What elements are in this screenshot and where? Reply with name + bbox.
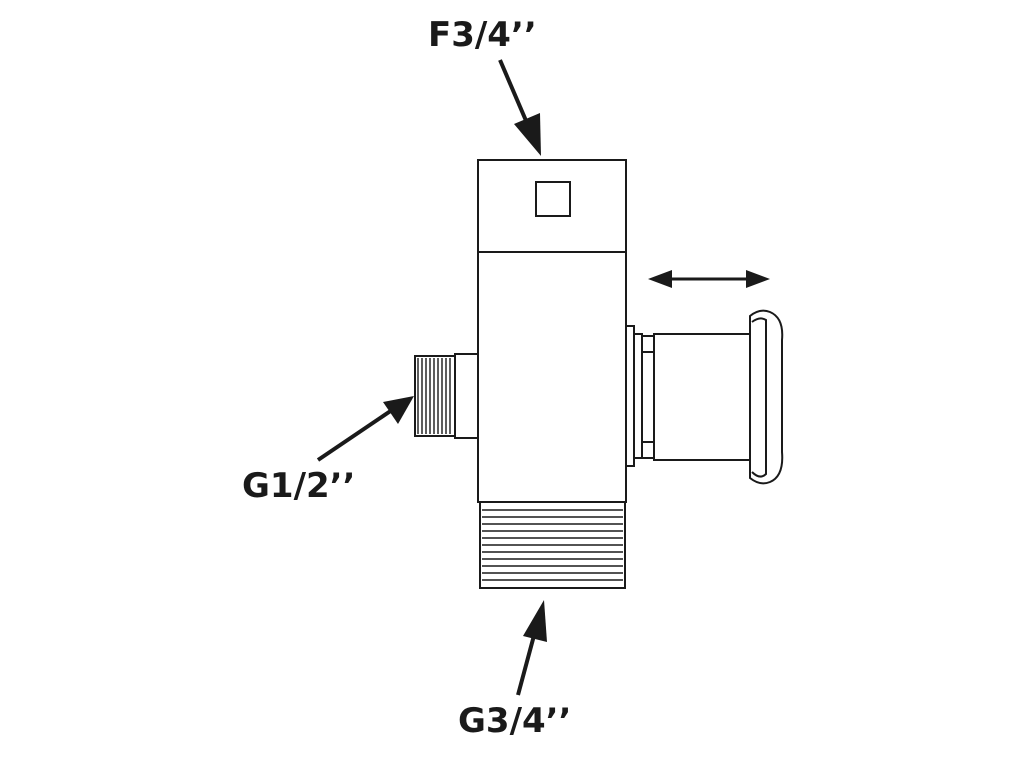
top-arrow-head	[514, 113, 541, 156]
handle-neck	[653, 333, 751, 461]
side-outlet-label: G1/2’’	[242, 466, 355, 506]
pointer-arrows	[316, 59, 547, 696]
cap-square-recess	[535, 181, 571, 217]
bottom-arrow-head	[523, 600, 547, 642]
valve-body-group	[414, 159, 784, 589]
handle-knob-rim	[751, 317, 767, 478]
handle-stem-tab-top	[641, 335, 655, 353]
side-arrow-head	[383, 396, 414, 424]
side-arrow-shaft	[316, 408, 394, 462]
bottom-arrow-shaft	[516, 627, 538, 696]
top-cap	[477, 159, 627, 253]
handle-flange	[625, 325, 635, 467]
side-outlet-collar	[454, 353, 479, 439]
double-arrow-right-head	[746, 270, 770, 288]
side-thread-lines	[417, 358, 451, 434]
bottom-thread-lines	[482, 509, 623, 581]
side-outlet-thread	[414, 355, 456, 437]
handle-stem-tab-bottom	[641, 441, 655, 459]
double-arrow-left-head	[648, 270, 672, 288]
bottom-inlet-label: G3/4’’	[458, 701, 571, 741]
top-outlet-label: F3/4’’	[428, 15, 537, 55]
valve-body	[477, 251, 627, 503]
top-arrow-shaft	[498, 59, 532, 131]
handle-flange-inner	[633, 333, 643, 459]
